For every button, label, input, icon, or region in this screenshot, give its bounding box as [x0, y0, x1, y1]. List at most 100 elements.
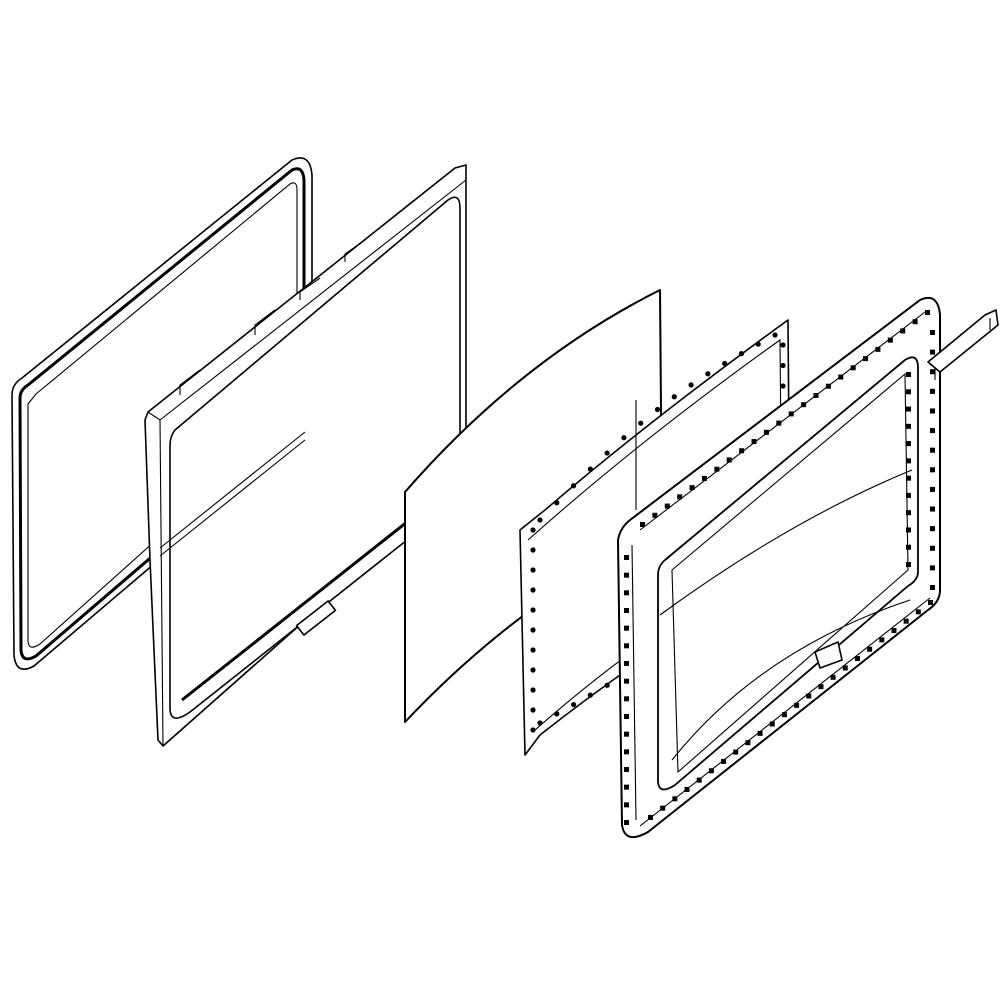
frame-slot [677, 494, 683, 500]
perforation-dot [530, 687, 536, 693]
frame-slot [906, 441, 911, 447]
perforation-dot [755, 341, 761, 347]
frame-slot [906, 458, 911, 464]
frame-slot [928, 600, 933, 605]
perforation-dot [554, 500, 560, 506]
frame-slot [879, 637, 885, 643]
perforation-dot [722, 360, 728, 367]
frame-slot [624, 643, 629, 649]
perforation-dot [604, 682, 610, 688]
perforation-dot [530, 607, 536, 613]
frame-slot [708, 768, 714, 774]
frame-slot [769, 721, 775, 727]
perforation-dot [780, 383, 786, 389]
frame-slot [906, 544, 911, 550]
frame-slot [842, 665, 848, 671]
frame-slot [915, 609, 921, 615]
frame-slot [624, 714, 629, 719]
frame-slot [867, 646, 873, 652]
frame-slot [624, 749, 629, 755]
frame-slot [850, 365, 856, 371]
frame-slot [930, 428, 935, 434]
frame-slot [930, 506, 935, 512]
frame-slot [652, 512, 658, 518]
perforation-dot [530, 727, 536, 733]
frame-slot [726, 457, 732, 463]
frame-slot [624, 572, 629, 578]
frame-slot [854, 656, 860, 662]
frame-slot [830, 674, 836, 680]
frame-slot [624, 608, 629, 613]
perforation-dot [604, 450, 610, 456]
frame-slot [906, 389, 911, 395]
frame-slot [863, 356, 869, 362]
perforation-dot [621, 435, 627, 441]
perforation-dot [530, 567, 536, 573]
frame-slot [930, 388, 935, 394]
inner-door-panel [144, 164, 467, 747]
perforation-dot [587, 466, 593, 472]
frame-slot [648, 815, 653, 820]
frame-slot [930, 526, 935, 532]
frame-slot [930, 486, 935, 492]
perforation-dot [530, 667, 536, 673]
perforation-dot [671, 394, 677, 400]
frame-slot [776, 420, 782, 426]
frame-slot [751, 439, 757, 445]
frame-slot [660, 805, 666, 811]
perforation-dot [570, 483, 577, 489]
frame-slot [906, 423, 911, 429]
frame-slot [818, 684, 824, 690]
frame-slot [624, 802, 629, 808]
frame-slot [906, 372, 911, 377]
perforation-dot [705, 371, 711, 377]
perforation-dot [587, 692, 593, 698]
frame-slot [689, 485, 695, 491]
bracket [927, 309, 999, 380]
frame-slot [624, 590, 629, 596]
frame-slot [624, 731, 629, 737]
perforation-dot [688, 382, 694, 388]
frame-slot [788, 411, 794, 417]
frame-slot [624, 625, 629, 631]
frame-slot [813, 392, 819, 398]
frame-slot [794, 702, 800, 708]
perforation-dot [530, 527, 536, 533]
frame-slot [887, 337, 893, 343]
frame-slot [900, 328, 906, 334]
frame-slot [721, 758, 727, 764]
frame-slot [906, 510, 911, 516]
frame-slot [624, 784, 629, 790]
frame-slot [763, 429, 769, 435]
frame-slot [745, 740, 751, 746]
frame-slot [906, 562, 911, 567]
frame-slot [640, 522, 645, 527]
frame-slot [624, 820, 629, 825]
frame-slot [806, 693, 812, 699]
frame-slot [875, 346, 881, 352]
perforation-dot [738, 351, 745, 357]
perforation-dot [537, 720, 543, 726]
frame-slot [906, 527, 911, 533]
frame-slot [930, 545, 935, 551]
perforation-dot [530, 547, 536, 553]
perforation-dot [654, 406, 661, 413]
frame-slot [701, 475, 707, 481]
frame-slot [672, 796, 678, 802]
perforation-dot [772, 332, 778, 338]
frame-slot [714, 466, 720, 472]
frame-slot [930, 349, 935, 355]
perforation-dot [780, 342, 786, 348]
perforation-dot [570, 702, 577, 708]
perforation-dot [537, 517, 543, 523]
frame-slot [903, 618, 909, 624]
frame-slot [684, 786, 690, 792]
frame-slot [733, 749, 739, 755]
frame-slot [930, 565, 935, 571]
frame-slot [930, 408, 935, 414]
frame-slot [757, 730, 763, 736]
frame-slot [930, 447, 935, 453]
outer-door-frame: (function(){ const g=document.currentScr… [617, 296, 941, 839]
perforation-dot [554, 711, 560, 717]
